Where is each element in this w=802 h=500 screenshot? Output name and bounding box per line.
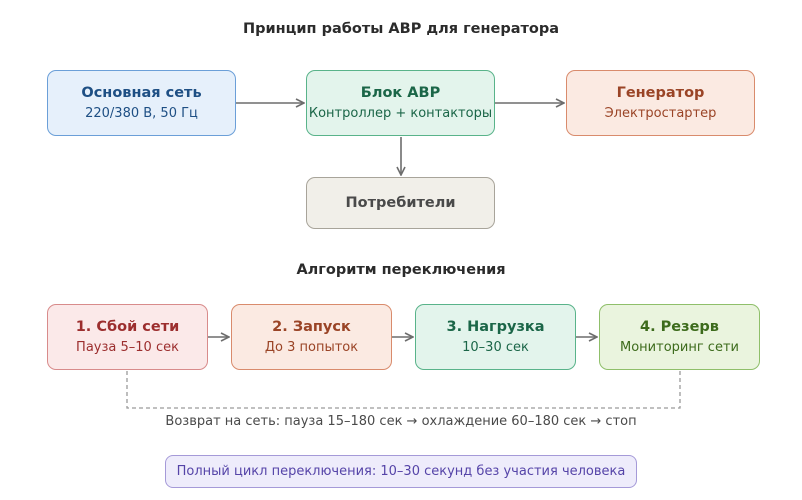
step-load-subtitle: 10–30 сек — [462, 340, 529, 355]
node-generator-title: Генератор — [616, 85, 705, 101]
diagram-title: Принцип работы АВР для генератора — [242, 21, 560, 37]
step-failure-title: 1. Сбой сети — [75, 319, 180, 335]
step-failure-subtitle: Пауза 5–10 сек — [76, 340, 179, 355]
return-note: Возврат на сеть: пауза 15–180 сек → охла… — [165, 414, 637, 429]
step-start-subtitle: До 3 попыток — [264, 340, 359, 355]
step-failure: 1. Сбой сети Пауза 5–10 сек — [47, 304, 208, 370]
step-start: 2. Запуск До 3 попыток — [231, 304, 392, 370]
node-mains-title: Основная сеть — [81, 85, 202, 101]
node-ats: Блок АВР Контроллер + контакторы — [306, 70, 495, 136]
node-consumers-title: Потребители — [345, 195, 456, 211]
node-mains: Основная сеть 220/380 В, 50 Гц — [47, 70, 236, 136]
step-reserve: 4. Резерв Мониторинг сети — [599, 304, 760, 370]
node-generator: Генератор Электростартер — [566, 70, 755, 136]
step-reserve-subtitle: Мониторинг сети — [620, 340, 739, 355]
algorithm-title: Алгоритм переключения — [296, 262, 506, 278]
step-load: 3. Нагрузка 10–30 сек — [415, 304, 576, 370]
summary-banner: Полный цикл переключения: 10–30 секунд б… — [165, 455, 637, 488]
step-start-title: 2. Запуск — [272, 319, 351, 335]
return-loop-dashed — [126, 371, 681, 409]
node-mains-subtitle: 220/380 В, 50 Гц — [85, 106, 198, 121]
node-generator-subtitle: Электростартер — [604, 106, 717, 121]
node-consumers: Потребители — [306, 177, 495, 229]
step-load-title: 3. Нагрузка — [446, 319, 545, 335]
node-ats-subtitle: Контроллер + контакторы — [308, 106, 493, 121]
node-ats-title: Блок АВР — [360, 85, 441, 101]
step-reserve-title: 4. Резерв — [640, 319, 719, 335]
